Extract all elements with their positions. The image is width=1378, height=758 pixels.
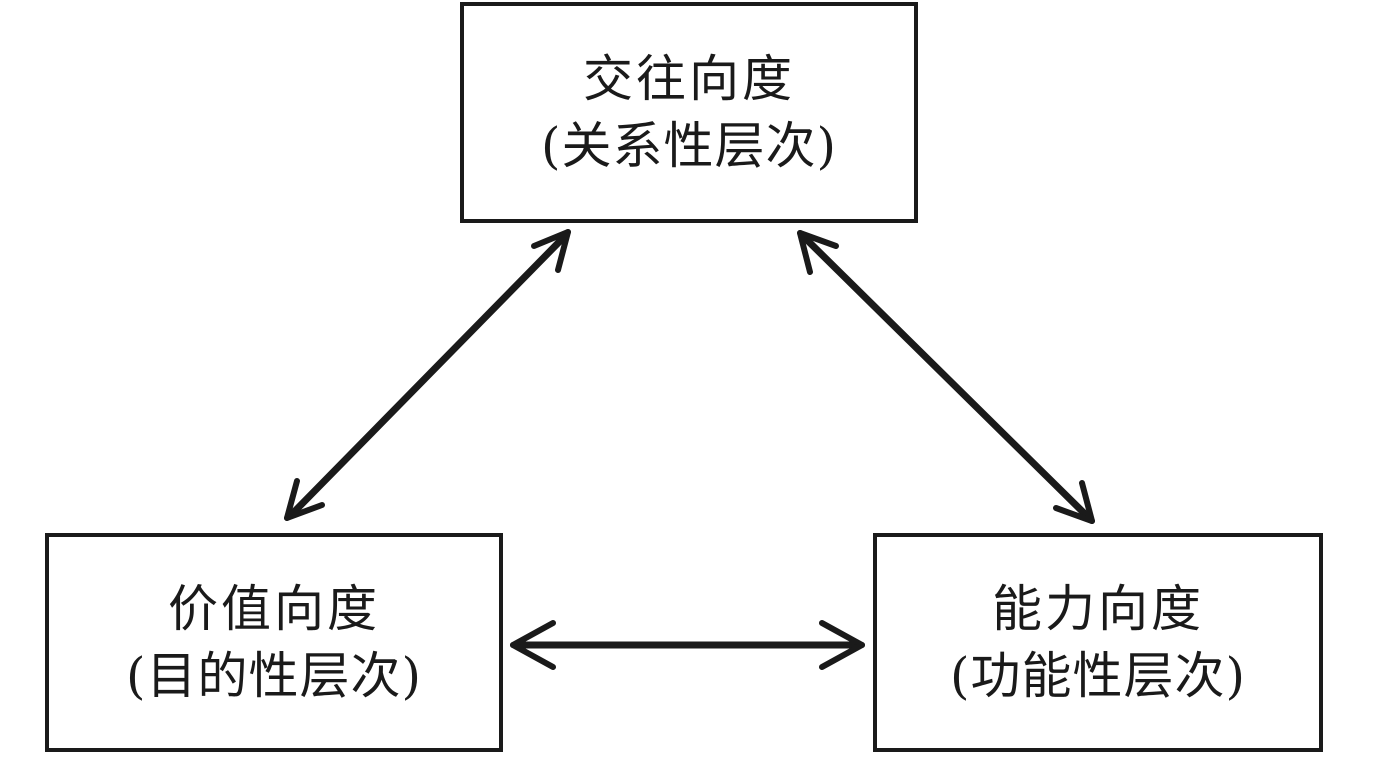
node-box-capability[interactable]: 能力向度 (功能性层次) (873, 533, 1323, 752)
node-box-value[interactable]: 价值向度 (目的性层次) (45, 533, 503, 752)
node-label-relational: 交往向度 (583, 49, 795, 108)
edge-value-capability (510, 620, 865, 670)
node-sublabel-capability: (功能性层次) (949, 646, 1246, 705)
node-label-value: 价值向度 (168, 579, 380, 638)
node-box-relational[interactable]: 交往向度 (关系性层次) (460, 2, 918, 223)
node-sublabel-value: (目的性层次) (125, 646, 422, 705)
edge-value-relational (284, 229, 571, 521)
node-sublabel-relational: (关系性层次) (540, 116, 837, 175)
node-label-capability: 能力向度 (992, 579, 1204, 638)
edge-relational-capability (797, 230, 1095, 524)
